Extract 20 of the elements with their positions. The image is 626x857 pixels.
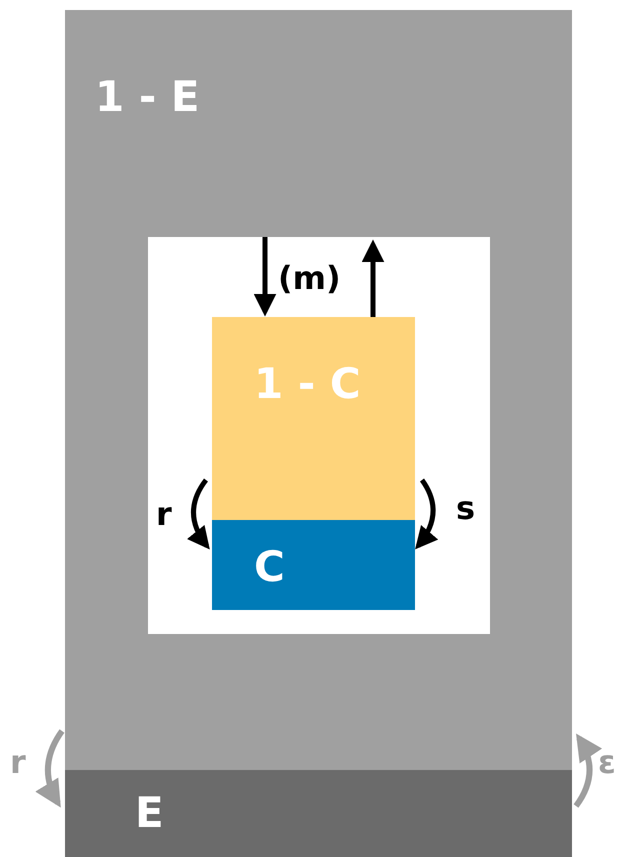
curved-arrow <box>415 478 438 550</box>
inner-box <box>148 237 490 634</box>
curved-arrow <box>574 733 602 808</box>
arrow <box>254 237 276 316</box>
node-label: E <box>135 792 164 834</box>
edge-label: s <box>456 492 476 524</box>
arrow <box>362 240 384 317</box>
bottom-band <box>65 770 572 857</box>
node-label: 1 - C <box>254 363 361 405</box>
lower-block <box>212 520 415 610</box>
edge-label: ε <box>598 746 616 778</box>
node-label: 1 - E <box>95 76 200 118</box>
flow-label: (m) <box>278 262 341 294</box>
node-label: C <box>254 546 285 588</box>
outer-region <box>65 10 572 770</box>
edge-label: r <box>156 498 172 530</box>
curved-arrow <box>187 478 210 550</box>
edge-label: r <box>10 746 26 778</box>
curved-arrow <box>36 729 64 808</box>
upper-block <box>212 317 415 520</box>
